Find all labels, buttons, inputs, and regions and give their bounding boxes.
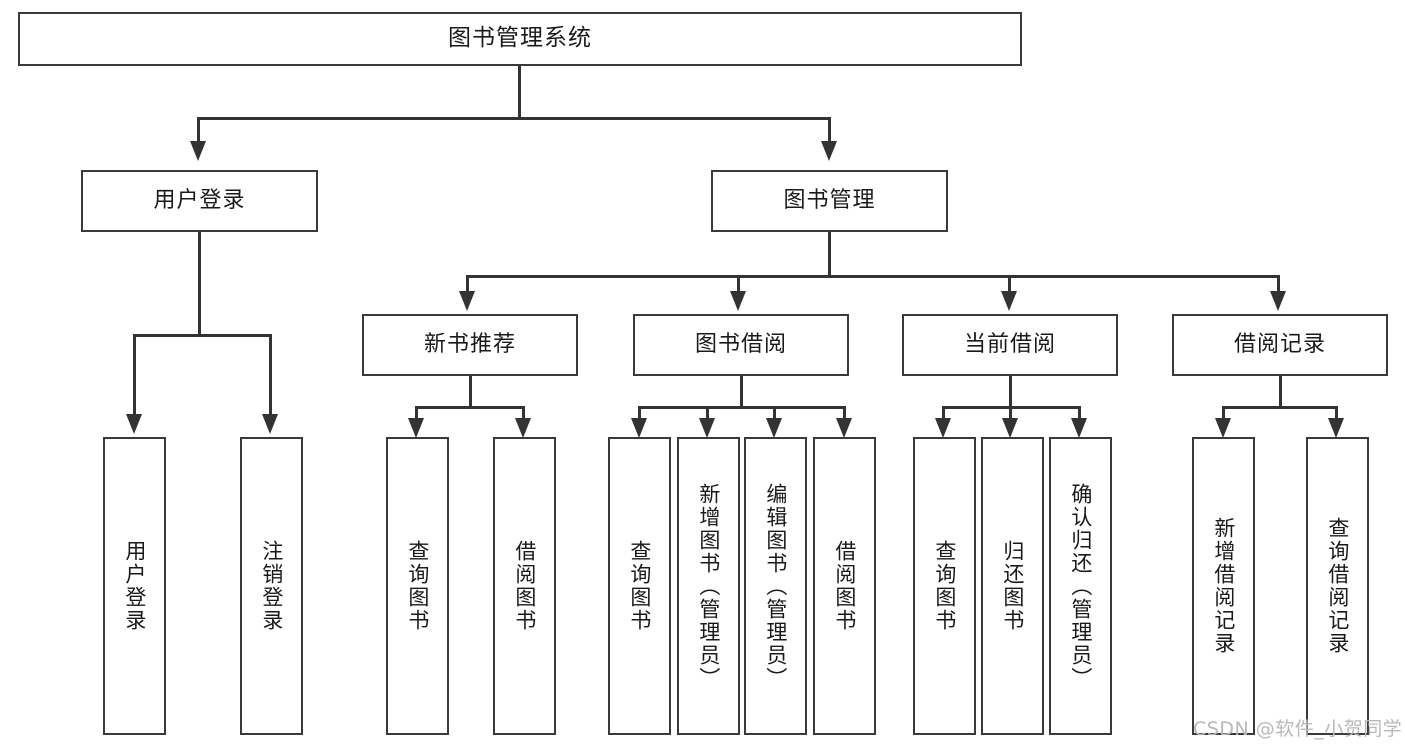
leaf-borrow-book-1-label: 借阅图书: [512, 540, 537, 632]
leaf-add-record[interactable]: 新增借阅记录: [1192, 437, 1255, 735]
edge-user-login-stem: [198, 232, 201, 337]
leaf-confirm-return-label: 确认归还（管理员）: [1068, 482, 1093, 690]
edge-borrow-record-bar: [1222, 406, 1338, 409]
leaf-query-book-2[interactable]: 查询图书: [608, 437, 671, 735]
arrow-down-icon-leaf-query-record: [1328, 418, 1344, 438]
leaf-confirm-return[interactable]: 确认归还（管理员）: [1049, 437, 1112, 735]
edge-user-login-to-leaf2: [269, 334, 272, 416]
edge-new-book-rec-bar: [415, 406, 525, 409]
edge-book-borrow-bar: [638, 406, 846, 409]
edge-user-login-to-leaf1: [133, 334, 136, 416]
leaf-user-login-label: 用户登录: [122, 540, 147, 632]
arrow-down-icon-book-manage: [821, 141, 837, 161]
edge-book-manage-bar: [466, 275, 1280, 278]
arrow-down-icon-leaf-add-book: [699, 418, 715, 438]
arrow-down-icon-leaf-borrow-book-2: [836, 418, 852, 438]
arrow-down-icon-leaf-user-login: [126, 414, 142, 434]
arrow-down-icon-leaf-edit-book: [766, 418, 782, 438]
edge-current-borrow-stem: [1009, 376, 1012, 408]
leaf-borrow-book-1[interactable]: 借阅图书: [493, 437, 556, 735]
leaf-add-book-label: 新增图书（管理员）: [696, 482, 721, 690]
arrow-down-icon-leaf-return-book: [1002, 418, 1018, 438]
node-book-borrow[interactable]: 图书借阅: [633, 314, 849, 376]
arrow-down-icon-leaf-query-book-2: [631, 418, 647, 438]
leaf-query-book-3-label: 查询图书: [932, 540, 957, 632]
leaf-logout[interactable]: 注销登录: [240, 437, 303, 735]
edge-current-borrow-to-leaf2: [1009, 406, 1012, 422]
edge-root-to-book-manage: [828, 117, 831, 143]
edge-user-login-bar: [133, 334, 272, 337]
edge-book-borrow-stem: [740, 376, 743, 408]
leaf-add-book[interactable]: 新增图书（管理员）: [677, 437, 740, 735]
leaf-query-book-2-label: 查询图书: [627, 540, 652, 632]
edge-new-book-rec-to-leaf2: [522, 406, 525, 422]
leaf-query-book-1[interactable]: 查询图书: [386, 437, 449, 735]
node-borrow-record[interactable]: 借阅记录: [1172, 314, 1388, 376]
edge-book-borrow-to-leaf3: [773, 406, 776, 422]
arrow-down-icon-new-book-rec: [459, 291, 475, 311]
edge-book-manage-to-new-book-rec: [466, 275, 469, 293]
edge-current-borrow-to-leaf3: [1078, 406, 1081, 422]
node-root-system[interactable]: 图书管理系统: [18, 12, 1022, 66]
edge-book-borrow-to-leaf4: [843, 406, 846, 422]
edge-current-borrow-to-leaf1: [942, 406, 945, 422]
leaf-query-book-1-label: 查询图书: [405, 540, 430, 632]
edge-new-book-rec-stem: [469, 376, 472, 408]
edge-borrow-record-stem: [1279, 376, 1282, 408]
leaf-query-record-label: 查询借阅记录: [1325, 517, 1350, 655]
edge-book-borrow-to-leaf2: [706, 406, 709, 422]
arrow-down-icon-book-borrow: [730, 291, 746, 311]
edge-borrow-record-to-leaf2: [1335, 406, 1338, 422]
edge-book-manage-to-current-borrow: [1008, 275, 1011, 293]
arrow-down-icon-leaf-logout: [262, 414, 278, 434]
node-current-borrow[interactable]: 当前借阅: [902, 314, 1118, 376]
arrow-down-icon-borrow-record: [1270, 291, 1286, 311]
arrow-down-icon-leaf-confirm-return: [1071, 418, 1087, 438]
edge-book-manage-to-book-borrow: [737, 275, 740, 293]
leaf-return-book[interactable]: 归还图书: [981, 437, 1044, 735]
leaf-edit-book[interactable]: 编辑图书（管理员）: [744, 437, 807, 735]
arrow-down-icon-leaf-query-book-1: [408, 418, 424, 438]
leaf-return-book-label: 归还图书: [1000, 540, 1025, 632]
node-new-book-rec[interactable]: 新书推荐: [362, 314, 578, 376]
edge-book-manage-to-borrow-record: [1277, 275, 1280, 293]
arrow-down-icon-leaf-add-record: [1215, 418, 1231, 438]
edge-root-to-user-login: [197, 117, 200, 143]
leaf-borrow-book-2-label: 借阅图书: [832, 540, 857, 632]
leaf-query-book-3[interactable]: 查询图书: [913, 437, 976, 735]
arrow-down-icon-leaf-query-book-3: [935, 418, 951, 438]
node-user-login[interactable]: 用户登录: [81, 170, 318, 232]
node-book-manage[interactable]: 图书管理: [711, 170, 948, 232]
leaf-logout-label: 注销登录: [259, 540, 284, 632]
edge-book-manage-stem: [828, 232, 831, 277]
edge-root-bar: [197, 117, 831, 120]
edge-book-borrow-to-leaf1: [638, 406, 641, 422]
leaf-query-record[interactable]: 查询借阅记录: [1306, 437, 1369, 735]
leaf-user-login[interactable]: 用户登录: [103, 437, 166, 735]
edge-new-book-rec-to-leaf1: [415, 406, 418, 422]
arrow-down-icon-user-login: [190, 141, 206, 161]
leaf-edit-book-label: 编辑图书（管理员）: [763, 482, 788, 690]
edge-borrow-record-to-leaf1: [1222, 406, 1225, 422]
arrow-down-icon-leaf-borrow-book-1: [515, 418, 531, 438]
leaf-add-record-label: 新增借阅记录: [1211, 517, 1236, 655]
arrow-down-icon-current-borrow: [1001, 291, 1017, 311]
edge-root-stem: [518, 66, 521, 118]
leaf-borrow-book-2[interactable]: 借阅图书: [813, 437, 876, 735]
